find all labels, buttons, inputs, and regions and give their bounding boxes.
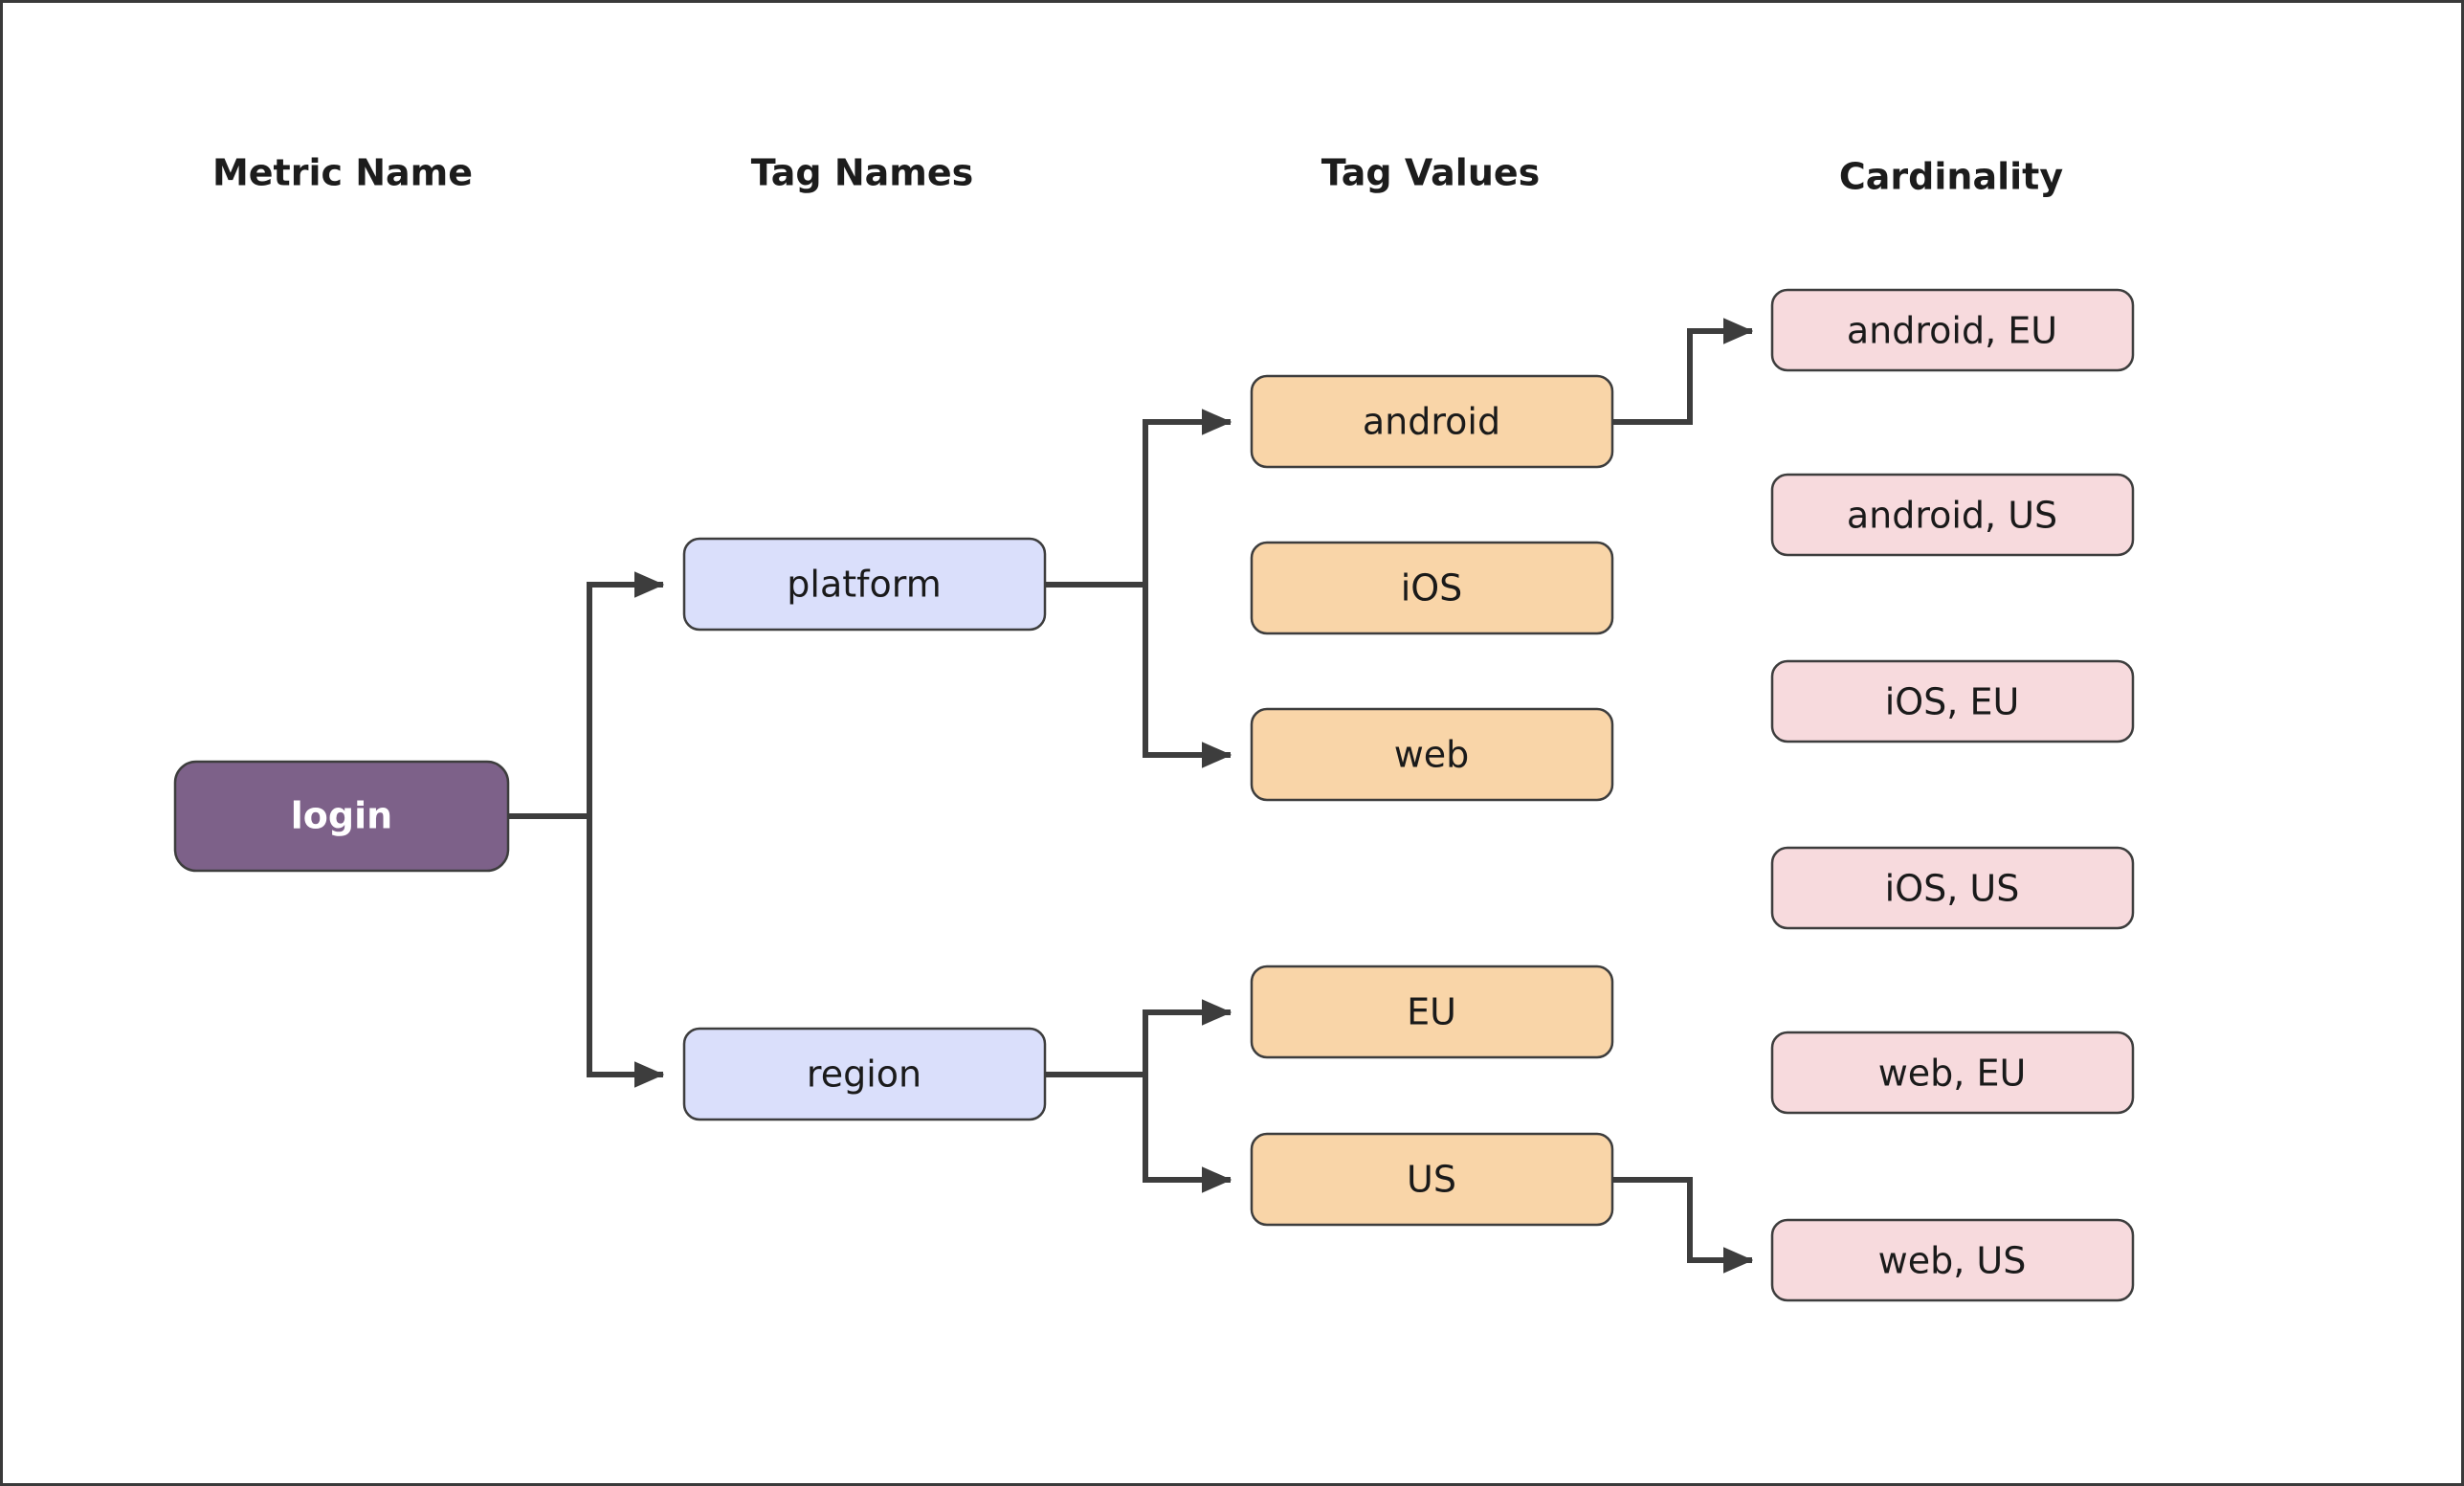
node-us-label: US — [1407, 1159, 1456, 1201]
node-ios-eu-box[interactable] — [1770, 659, 2135, 743]
column-header-tag-values: Tag Values — [1321, 152, 1541, 194]
node-ios[interactable]: iOS — [1250, 541, 1614, 635]
edge-login-to-platform-trunk — [508, 571, 665, 819]
node-web-us-box[interactable] — [1770, 1218, 2135, 1302]
node-android-box[interactable] — [1250, 374, 1614, 469]
column-headers: Metric Name Tag Names Tag Values Cardina… — [212, 152, 2063, 198]
cardinality-tree-diagram: Metric Name Tag Names Tag Values Cardina… — [173, 152, 2135, 1302]
node-android-us-box[interactable] — [1770, 473, 2135, 557]
edge-platform-to-web — [1143, 585, 1232, 768]
node-web-eu-label: web, EU — [1878, 1053, 2027, 1095]
edge-region-to-eu — [1143, 999, 1232, 1075]
node-ios-eu[interactable]: iOS, EU — [1770, 659, 2135, 743]
node-android-eu-box[interactable] — [1770, 288, 2135, 372]
node-ios-us-box[interactable] — [1770, 846, 2135, 930]
edge-login-to-region-trunk — [587, 816, 665, 1088]
connectors — [508, 318, 1754, 1274]
column-header-metric-name: Metric Name — [212, 152, 473, 194]
node-android-eu[interactable]: android, EU — [1770, 288, 2135, 372]
node-web[interactable]: web — [1250, 707, 1614, 802]
edge-us-to-web-us — [1612, 1177, 1754, 1274]
node-platform[interactable]: platform — [682, 537, 1047, 632]
node-android-eu-label: android, EU — [1847, 310, 2057, 352]
node-eu[interactable]: EU — [1250, 965, 1614, 1059]
node-eu-label: EU — [1407, 991, 1456, 1033]
node-ios-label: iOS — [1401, 567, 1463, 610]
node-web-eu[interactable]: web, EU — [1770, 1031, 2135, 1115]
node-ios-box[interactable] — [1250, 541, 1614, 635]
column-header-cardinality: Cardinality — [1839, 156, 2063, 198]
node-platform-label: platform — [787, 564, 941, 606]
node-eu-box[interactable] — [1250, 965, 1614, 1059]
node-web-box[interactable] — [1250, 707, 1614, 802]
node-web-us[interactable]: web, US — [1770, 1218, 2135, 1302]
node-ios-us[interactable]: iOS, US — [1770, 846, 2135, 930]
edge-android-to-android-eu — [1612, 318, 1754, 425]
node-android-us-label: android, US — [1847, 495, 2057, 537]
node-login[interactable]: login — [173, 760, 510, 873]
node-region[interactable]: region — [682, 1027, 1047, 1121]
node-web-eu-box[interactable] — [1770, 1031, 2135, 1115]
node-ios-eu-label: iOS, EU — [1885, 681, 2020, 723]
node-ios-us-label: iOS, US — [1885, 868, 2020, 910]
node-android-label: android — [1363, 401, 1500, 443]
node-web-us-label: web, US — [1878, 1240, 2027, 1282]
node-web-label: web — [1394, 734, 1470, 776]
node-android-us[interactable]: android, US — [1770, 473, 2135, 557]
node-us-box[interactable] — [1250, 1132, 1614, 1227]
node-us[interactable]: US — [1250, 1132, 1614, 1227]
node-platform-box[interactable] — [682, 537, 1047, 632]
node-android[interactable]: android — [1250, 374, 1614, 469]
node-login-label: login — [291, 795, 392, 837]
column-header-tag-names: Tag Names — [751, 152, 974, 194]
node-login-box[interactable] — [173, 760, 510, 873]
edge-platform-to-android — [1143, 409, 1232, 585]
node-region-label: region — [807, 1054, 921, 1096]
edge-region-to-us — [1143, 1075, 1232, 1193]
node-region-box[interactable] — [682, 1027, 1047, 1121]
